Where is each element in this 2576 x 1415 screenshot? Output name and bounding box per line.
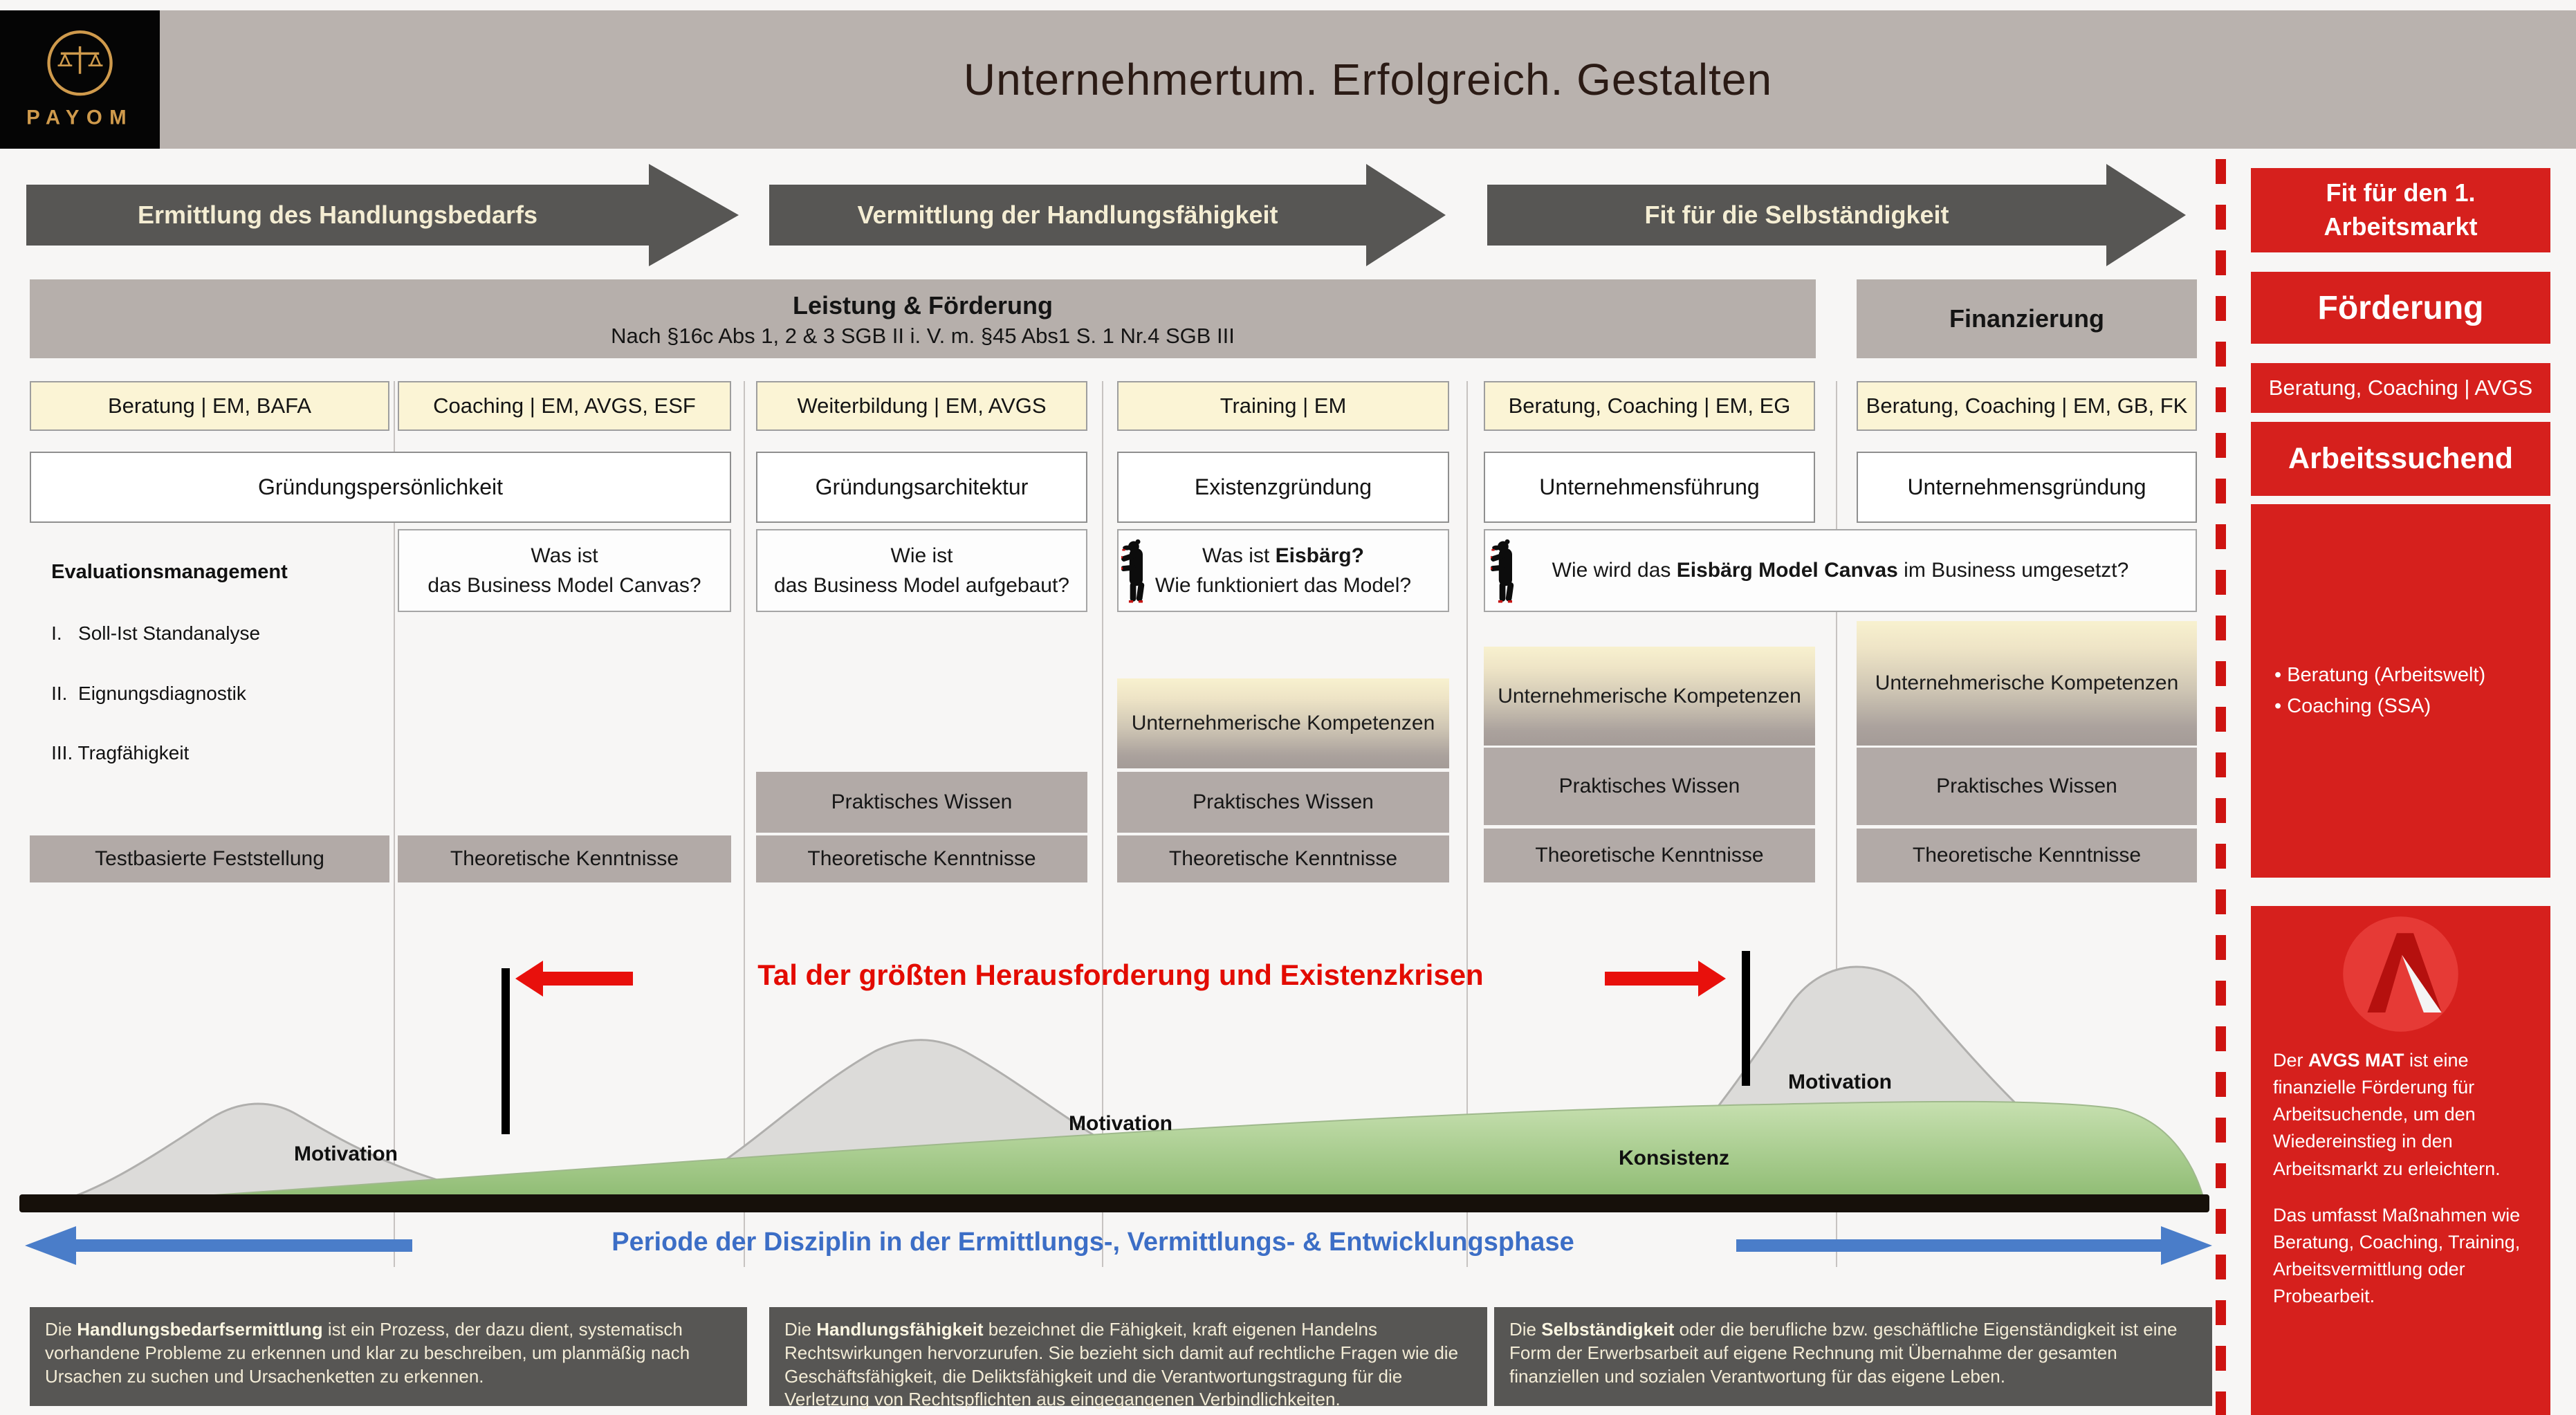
dashed-separator <box>2216 159 2226 1415</box>
phase-1-label: Ermittlung des Handlungsbedarfs <box>137 201 538 229</box>
topic-unternehmensfuehrung: Unternehmensführung <box>1484 452 1815 523</box>
sidebar-foerderung: Förderung <box>2251 272 2550 344</box>
phase-arrow-1: Ermittlung des Handlungsbedarfs <box>26 164 739 266</box>
bullet-beratung: • Beratung (Arbeitswelt) <box>2274 664 2486 687</box>
valley-marker-right <box>1742 951 1750 1086</box>
berlin-bear-icon <box>1491 539 1514 603</box>
evaluation-item-1: I. Soll-Ist Standanalyse <box>51 622 261 644</box>
red-arrow-left-icon <box>515 961 633 997</box>
question-canvas: Wie wird das Eisbärg Model Canvas im Bus… <box>1484 529 2197 612</box>
stack-praktisch: Praktisches Wissen <box>1857 748 2197 825</box>
finance-bar: Finanzierung <box>1857 279 2197 358</box>
valley-title: Tal der größten Herausforderung und Exis… <box>757 959 1484 991</box>
stack-testbasiert: Testbasierte Feststellung <box>30 835 389 882</box>
bullet-coaching: • Coaching (SSA) <box>2274 695 2431 717</box>
konsistenz-label: Konsistenz <box>1618 1147 1730 1169</box>
funding-title: Leistung & Förderung <box>793 291 1053 320</box>
arrow-right-icon <box>1487 164 2186 266</box>
red-arrow-right-icon <box>1605 961 1726 997</box>
blue-arrow-right-icon <box>1736 1226 2212 1265</box>
stack-theoretisch: Theoretische Kenntnisse <box>756 835 1087 882</box>
measure-weiterbildung: Weiterbildung | EM, AVGS <box>756 381 1087 431</box>
phase-3-label: Fit für die Selbständigkeit <box>1644 201 1949 229</box>
measure-training: Training | EM <box>1117 381 1449 431</box>
valley-marker-left <box>502 968 510 1134</box>
question-structure: Wie ist das Business Model aufgebaut? <box>756 529 1087 612</box>
stack-praktisch: Praktisches Wissen <box>1484 748 1815 825</box>
phase-2-label: Vermittlung der Handlungsfähigkeit <box>857 201 1278 229</box>
column-divider <box>1466 381 1468 1267</box>
stack-theoretisch: Theoretische Kenntnisse <box>1484 829 1815 882</box>
payom-logo-icon: PAYOM <box>26 30 134 129</box>
stack-praktisch: Praktisches Wissen <box>756 772 1087 833</box>
measure-beratung-eg: Beratung, Coaching | EM, EG <box>1484 381 1815 431</box>
evaluation-list: Evaluationsmanagement I. Soll-Ist Standa… <box>30 527 383 798</box>
motivation-curve-chart <box>19 965 2209 1212</box>
payom-logo-text: PAYOM <box>26 107 134 129</box>
stack-praktisch: Praktisches Wissen <box>1117 772 1449 833</box>
sidebar-beratung-avgs: Beratung, Coaching | AVGS <box>2251 363 2550 413</box>
column-divider <box>394 381 395 1267</box>
sidebar-fit-arbeitsmarkt: Fit für den 1. Arbeitsmarkt <box>2251 168 2550 252</box>
sidebar-bullet-box: • Beratung (Arbeitswelt) • Coaching (SSA… <box>2251 504 2550 878</box>
column-divider <box>1102 381 1103 1267</box>
finance-label: Finanzierung <box>1949 304 2104 333</box>
sidebar-avgs-box: Der AVGS MAT ist eine finanzielle Förder… <box>2251 906 2550 1415</box>
arrow-right-icon <box>769 164 1446 266</box>
topic-unternehmensgruendung: Unternehmensgründung <box>1857 452 2197 523</box>
page-title: Unternehmertum. Erfolgreich. Gestalten <box>963 55 1773 104</box>
phase-arrow-3: Fit für die Selbständigkeit <box>1487 164 2186 266</box>
blue-arrow-left-icon <box>25 1226 412 1265</box>
motivation-mound-1 <box>48 1102 543 1205</box>
definition-handlungsbedarf: Die Handlungsbedarfsermittlung ist ein P… <box>30 1307 747 1406</box>
stack-theoretisch: Theoretische Kenntnisse <box>1857 829 2197 882</box>
sidebar-arbeitssuchend: Arbeitssuchend <box>2251 422 2550 496</box>
column-divider <box>744 381 745 1267</box>
stack-kompetenzen-gruendung: Unternehmerische Kompetenzen <box>1857 621 2197 746</box>
timeline-baseline <box>19 1194 2209 1212</box>
funding-bar: Leistung & Förderung Nach §16c Abs 1, 2 … <box>30 279 1816 358</box>
motivation-label-3: Motivation <box>1788 1071 1892 1093</box>
topic-gruendungsarchitektur: Gründungsarchitektur <box>756 452 1087 523</box>
topic-existenzgruendung: Existenzgründung <box>1117 452 1449 523</box>
period-title: Periode der Disziplin in der Ermittlungs… <box>611 1228 1574 1257</box>
stack-kompetenzen-training: Unternehmerische Kompetenzen <box>1117 678 1449 768</box>
stack-kompetenzen-fuehrung: Unternehmerische Kompetenzen <box>1484 647 1815 746</box>
stack-theoretisch: Theoretische Kenntnisse <box>398 835 731 882</box>
topic-gruendungspersoenlichkeit: Gründungspersönlichkeit <box>30 452 731 523</box>
avgs-paragraph-1: Der AVGS MAT ist eine finanzielle Förder… <box>2273 1050 2501 1179</box>
arrow-right-icon <box>26 164 739 266</box>
evaluation-title: Evaluationsmanagement <box>51 561 288 584</box>
motivation-label-1: Motivation <box>294 1143 398 1165</box>
evaluation-item-2: II. Eignungsdiagnostik <box>51 682 246 704</box>
payom-logo: PAYOM <box>0 10 160 149</box>
question-eisbaerg: Was ist Eisbärg? Wie funktioniert das Mo… <box>1117 529 1449 612</box>
avgs-paragraph-2: Das umfasst Maßnahmen wie Beratung, Coac… <box>2273 1205 2521 1307</box>
header-bar: Unternehmertum. Erfolgreich. Gestalten <box>160 10 2576 149</box>
motivation-label-2: Motivation <box>1069 1112 1172 1135</box>
question-bmc: Was ist das Business Model Canvas? <box>398 529 731 612</box>
stack-theoretisch: Theoretische Kenntnisse <box>1117 835 1449 882</box>
measure-coaching: Coaching | EM, AVGS, ESF <box>398 381 731 431</box>
phase-arrow-2: Vermittlung der Handlungsfähigkeit <box>769 164 1446 266</box>
konsistenz-area <box>72 1100 2207 1205</box>
funding-subtitle: Nach §16c Abs 1, 2 & 3 SGB II i. V. m. §… <box>611 323 1235 348</box>
definition-selbstaendigkeit: Die Selbständigkeit oder die berufliche … <box>1494 1307 2212 1406</box>
arbeitsagentur-logo-icon <box>2343 916 2458 1032</box>
measure-beratung-bafa: Beratung | EM, BAFA <box>30 381 389 431</box>
definition-handlungsfaehigkeit: Die Handlungsfähigkeit bezeichnet die Fä… <box>769 1307 1487 1409</box>
column-divider <box>1836 381 1837 1267</box>
evaluation-item-3: III. Tragfähigkeit <box>51 742 190 764</box>
berlin-bear-icon <box>1121 539 1145 603</box>
measure-beratung-gb-fk: Beratung, Coaching | EM, GB, FK <box>1857 381 2197 431</box>
